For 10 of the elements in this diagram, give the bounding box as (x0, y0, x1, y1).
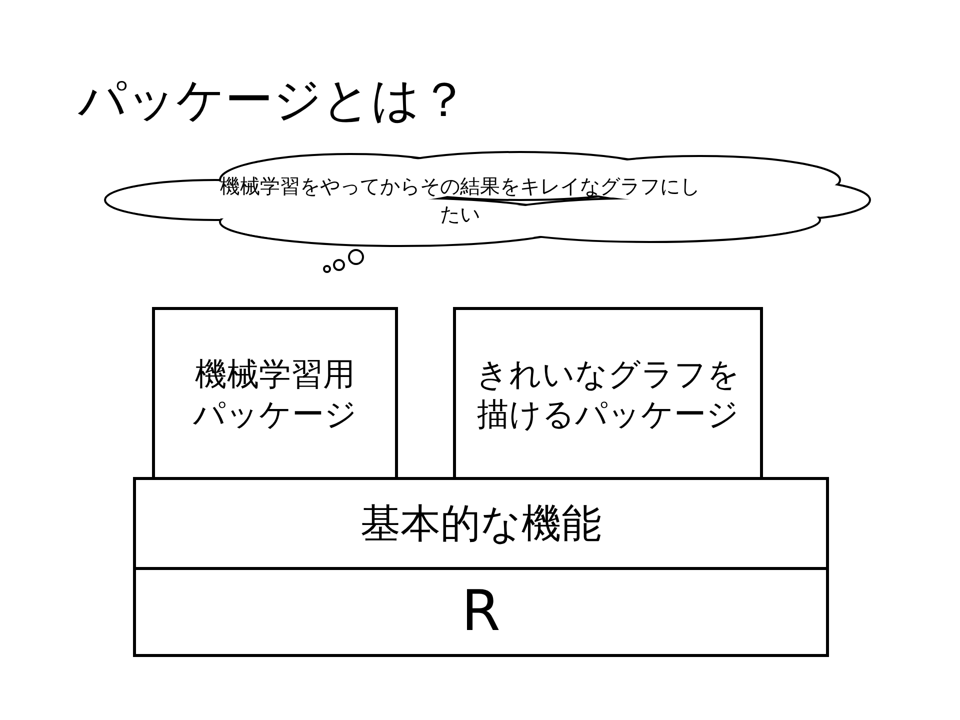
slide-title: パッケージとは？ (78, 71, 468, 130)
package-box (152, 307, 398, 480)
layer-box (133, 567, 829, 657)
box-label: 機械学習用パッケージ (192, 354, 358, 434)
box-label: きれいなグラフを描けるパッケージ (475, 354, 741, 434)
layer-box (133, 477, 829, 570)
cloud-text: 機械学習をやってからその結果をキレイなグラフにしたい (220, 173, 700, 228)
package-box (453, 307, 763, 480)
box-label: 基本的な機能 (360, 500, 602, 548)
box-label: R (462, 578, 500, 646)
